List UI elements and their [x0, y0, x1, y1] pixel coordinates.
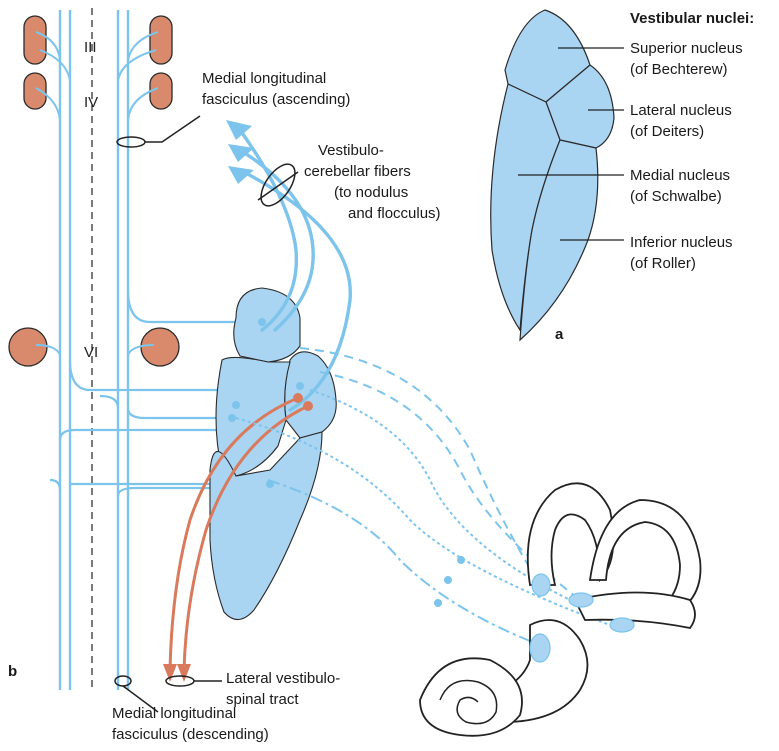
- label-VI: VI: [84, 344, 98, 361]
- mlf-ascending-label-1: Medial longitudinal: [202, 69, 326, 88]
- lateral-nucleus-label-1: Lateral nucleus: [630, 101, 732, 120]
- nucleus-VI-left: [9, 328, 47, 366]
- mlf-descending-label-1: Medial longitudinal: [112, 704, 236, 723]
- superior-nucleus-label-1: Superior nucleus: [630, 39, 743, 58]
- panel-a-label: a: [555, 325, 563, 344]
- vestibulocerebellar-label-4: and flocculus): [348, 204, 441, 223]
- mlf-descending-label-2: fasciculus (descending): [112, 725, 269, 744]
- superior-nucleus-label-2: (of Bechterew): [630, 60, 728, 79]
- oculomotor-nuclei: [9, 16, 179, 366]
- lateral-vestibulospinal-label-2: spinal tract: [226, 690, 299, 709]
- lateral-nucleus-label-2: (of Deiters): [630, 122, 704, 141]
- vestibular-nuclei-title: Vestibular nuclei:: [630, 9, 754, 28]
- mlf-ascending-label-2: fasciculus (ascending): [202, 90, 350, 109]
- medial-nucleus-label-2: (of Schwalbe): [630, 187, 722, 206]
- nucleus-III-right: [150, 16, 172, 64]
- branches-to-nuclei: [36, 32, 158, 355]
- label-III: III: [84, 39, 97, 56]
- inferior-nucleus-label-2: (of Roller): [630, 254, 696, 273]
- medial-nucleus-label-1: Medial nucleus: [630, 166, 730, 185]
- vestibulocerebellar-label-1: Vestibulo-: [318, 141, 384, 160]
- vestibular-complex-b: [210, 288, 336, 620]
- nucleus-IV-right: [150, 73, 172, 109]
- nucleus-III-left: [24, 16, 46, 64]
- lateral-vestibulospinal-label-1: Lateral vestibulo-: [226, 669, 340, 688]
- vestibulocerebellar-label-3: (to nodulus: [334, 183, 408, 202]
- labyrinth: [420, 483, 701, 735]
- label-IV: IV: [84, 94, 98, 111]
- vestibulocerebellar-label-2: cerebellar fibers: [304, 162, 411, 181]
- panel-b-label: b: [8, 662, 17, 681]
- inferior-nucleus-label-1: Inferior nucleus: [630, 233, 733, 252]
- nucleus-VI-right: [141, 328, 179, 366]
